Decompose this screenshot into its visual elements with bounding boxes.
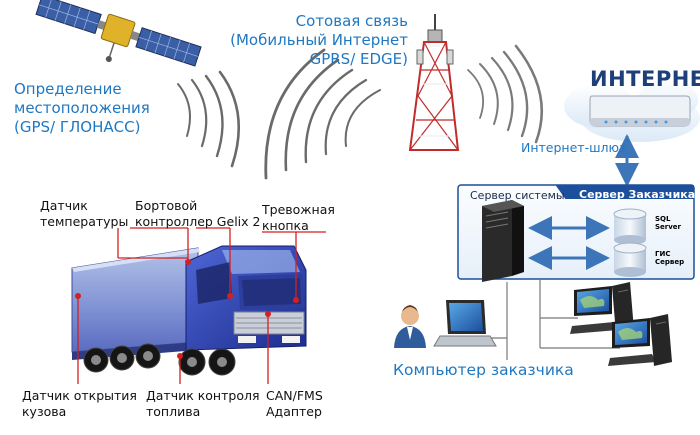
gps-label-line: (GPS/ ГЛОНАСС): [14, 117, 141, 136]
gps-label-line: местоположения: [14, 98, 150, 117]
gps-label-line: Определение: [14, 80, 122, 98]
controller-label: Бортовой контроллер Gelix 2: [135, 198, 260, 229]
body-sensor-label: Датчик открытия кузова: [22, 388, 137, 419]
satellite-icon: [35, 0, 202, 67]
workstation-icon: [570, 282, 634, 334]
canfms-label: CAN/FMS Адаптер: [266, 388, 323, 419]
fuel-sensor-label-line: топлива: [146, 403, 201, 419]
canfms-label-line: CAN/FMS: [266, 388, 323, 403]
gateway-label: Интернет-шлюз: [521, 140, 626, 155]
user-icon: [394, 305, 426, 348]
cellular-label-line: Сотовая связь: [295, 12, 408, 30]
alarm-button-label-line: Тревожная: [262, 202, 335, 217]
controller-label-line: контроллер Gelix 2: [135, 213, 261, 229]
fuel-sensor-label: Датчик контроля топлива: [146, 388, 259, 419]
database-icon: [613, 208, 647, 277]
canfms-label-line: Адаптер: [266, 403, 322, 419]
customer-server-label: Сервер Заказчика: [579, 188, 696, 201]
cellular-label-line: GPRS/ EDGE): [309, 49, 408, 68]
temp-sensor-label-line: температуры: [40, 213, 129, 229]
sql-server-label-line: Server: [655, 223, 682, 232]
sql-server-label-line: SQL: [655, 215, 671, 223]
cellular-label: Сотовая связь (Мобильный Интернет GPRS/ …: [222, 12, 408, 68]
customer-computer-label: Компьютер заказчика: [393, 361, 574, 379]
sensor-callout-lines: [77, 227, 326, 384]
cell-tower-icon: [408, 14, 460, 151]
gis-server-label-line: ГИС: [655, 250, 671, 258]
alarm-button-label-line: кнопка: [262, 217, 309, 233]
sensor-callout-dots: [75, 259, 299, 359]
laptop-icon: [433, 300, 497, 347]
gis-server-label-line: Сервер: [655, 258, 685, 267]
truck-icon: [71, 245, 307, 376]
body-sensor-label-line: Датчик открытия: [22, 388, 137, 403]
body-sensor-label-line: кузова: [22, 403, 67, 419]
temp-sensor-label-line: Датчик: [40, 198, 88, 213]
client-network-lines: [486, 280, 620, 360]
gps-signal-waves: [177, 70, 241, 168]
alarm-button-label: Тревожная кнопка: [262, 202, 335, 233]
gis-server-label: ГИС Сервер: [655, 250, 684, 266]
temp-sensor-label: Датчик температуры: [40, 198, 128, 229]
tower-to-internet-waves: [467, 44, 543, 144]
gps-label: Определение местоположения (GPS/ ГЛОНАСС…: [14, 80, 150, 136]
controller-label-line: Бортовой: [135, 198, 198, 213]
internet-title: ИНТЕРНЕТ: [590, 67, 700, 91]
fuel-sensor-label-line: Датчик контроля: [146, 388, 260, 403]
sql-server-label: SQL Server: [655, 215, 681, 231]
router-icon: [589, 95, 691, 127]
cellular-signal-waves: [264, 48, 381, 180]
server-db-arrows: [528, 216, 610, 270]
workstation-icon: [608, 314, 672, 366]
server-tower-icon: [482, 200, 524, 282]
system-server-label: Сервер системы: [470, 189, 565, 202]
cellular-label-line: (Мобильный Интернет: [230, 30, 408, 49]
